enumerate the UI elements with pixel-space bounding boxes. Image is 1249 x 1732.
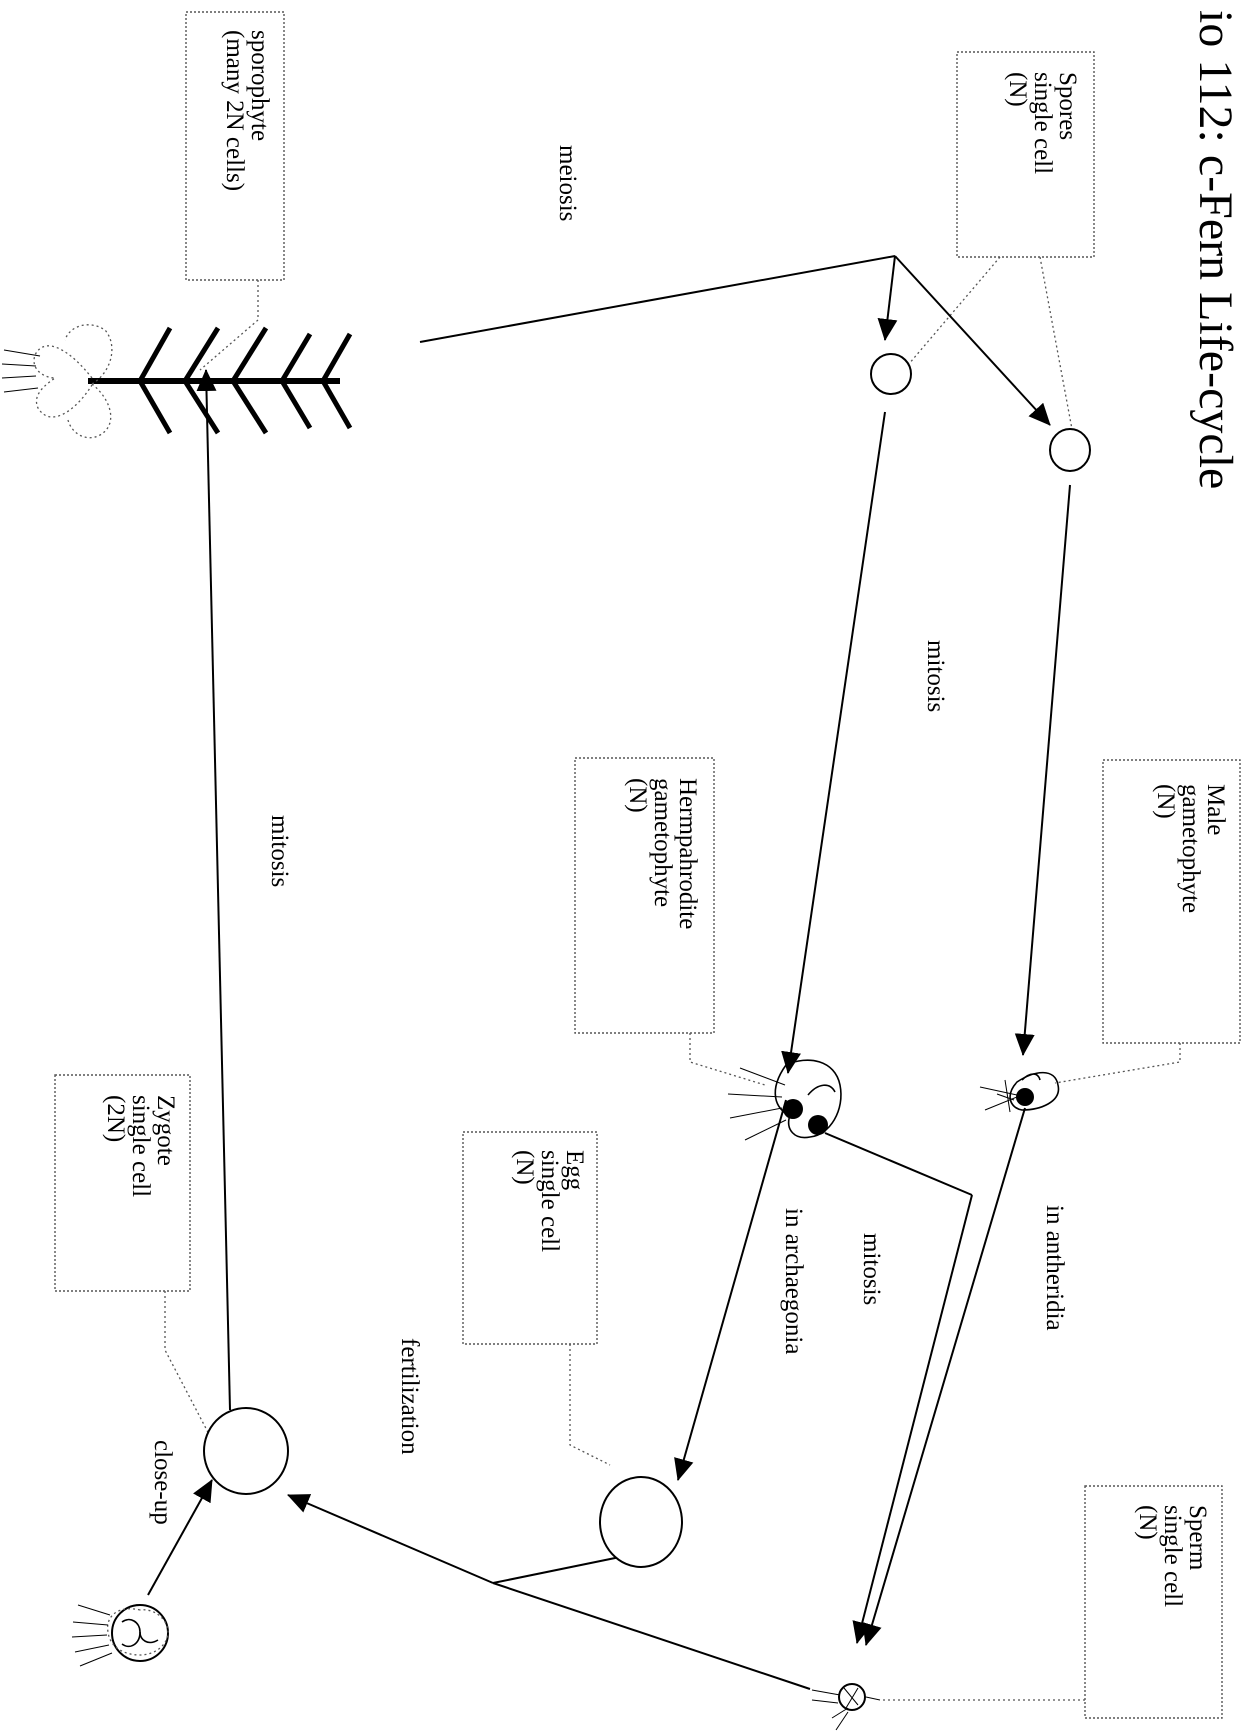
egg-to-fertilization-line: [492, 1556, 621, 1584]
hermaphrodite-gametophyte-box: Hermpahrodite gametophyte (N): [574, 757, 715, 1034]
male-leader: [1054, 1043, 1181, 1084]
mitosis-gametes-label: mitosis: [858, 1233, 885, 1305]
herm-label-line2: gametophyte: [649, 778, 676, 907]
meiosis-arrow-spore-2: [894, 255, 1051, 426]
herm-antheridia-arrow: [852, 1194, 973, 1644]
sporophyte-frond-drawing: [88, 326, 353, 435]
male-label-line3: (N): [1152, 784, 1179, 819]
herm-label-line3: (N): [624, 778, 651, 813]
egg-cell: [599, 1476, 683, 1568]
mitosis-sporophyte-label: mitosis: [266, 815, 293, 887]
hermaphrodite-gametophyte-sketch: [727, 1059, 842, 1141]
male-gametophyte-box: Male gametophyte (N): [1102, 759, 1241, 1044]
spores-label-line2: single cell: [1029, 72, 1056, 174]
male-label-line1: Male: [1202, 784, 1229, 835]
male-gametophyte-sketch: [979, 1071, 1060, 1113]
sperm-label-line3: (N): [1134, 1505, 1161, 1540]
herm-archegonium-dot: [783, 1099, 803, 1119]
egg-label-line1: Egg: [561, 1150, 588, 1191]
zygote-label-line2: single cell: [127, 1095, 154, 1197]
egg-box: Egg single cell (N): [462, 1131, 598, 1345]
mitosis-arrow-to-male: [1014, 484, 1071, 1056]
mitosis-gametophyte-label: mitosis: [922, 640, 949, 712]
herm-to-antheridia-line: [824, 1132, 973, 1196]
in-antheridia-label: in antheridia: [1041, 1205, 1068, 1331]
meiosis-label: meiosis: [554, 145, 581, 221]
spores-box: Spores single cell (N): [956, 51, 1095, 258]
zygote-cell: [203, 1407, 289, 1495]
close-up-label: close-up: [149, 1440, 176, 1525]
close-up-sketch: [71, 1604, 169, 1667]
egg-label-line2: single cell: [536, 1150, 563, 1252]
mitosis-arrow-to-herm: [781, 411, 886, 1074]
herm-antheridium-dot: [808, 1115, 828, 1135]
zygote-label-line3: (2N): [102, 1095, 129, 1142]
egg-leader: [569, 1344, 611, 1466]
sperm-to-fertilization-line: [492, 1582, 811, 1690]
meiosis-arrow-spore-1: [877, 255, 898, 341]
sperm-sketch: [811, 1683, 881, 1731]
spores-leader-2: [907, 256, 1001, 366]
male-antheridium-dot: [1016, 1088, 1034, 1106]
spore-cell-1: [870, 353, 912, 395]
archaegonia-arrow: [674, 1099, 787, 1481]
diagram-title: io 112: c-Fern Life-cycle: [1189, 10, 1242, 489]
sperm-box: Sperm single cell (N): [1084, 1485, 1223, 1719]
egg-label-line3: (N): [511, 1150, 538, 1185]
fertilization-arrow: [287, 1494, 494, 1584]
close-up-arrow: [147, 1479, 213, 1596]
zygote-label-line1: Zygote: [152, 1095, 179, 1166]
herm-leader: [689, 1033, 766, 1086]
meiosis-line: [419, 255, 896, 343]
sporophyte-box: sporophyte (many 2N cells): [185, 11, 285, 281]
zygote-leader: [164, 1291, 213, 1441]
zygote-box: Zygote single cell (2N): [54, 1074, 191, 1292]
spores-leader-1: [1039, 256, 1075, 441]
sporophyte-leader: [199, 280, 259, 371]
fertilization-label: fertilization: [396, 1338, 423, 1455]
herm-label-line1: Hermpahrodite: [674, 778, 701, 929]
sperm-label-line1: Sperm: [1184, 1505, 1211, 1571]
in-archaegonia-label: in archaegonia: [780, 1208, 807, 1354]
sporophyte-mitosis-arrow: [196, 369, 231, 1411]
antheridia-arrow: [862, 1107, 1026, 1646]
sperm-label-line2: single cell: [1159, 1505, 1186, 1607]
male-label-line2: gametophyte: [1177, 784, 1204, 913]
sporophyte-label-line1: sporophyte: [246, 30, 273, 141]
spores-label-line1: Spores: [1054, 72, 1081, 140]
spore-cell-2: [1049, 428, 1091, 472]
sporophyte-label-line2: (many 2N cells): [221, 30, 248, 191]
sporophyte-prothallus-sketch: [1, 324, 113, 439]
spores-label-line3: (N): [1004, 72, 1031, 107]
